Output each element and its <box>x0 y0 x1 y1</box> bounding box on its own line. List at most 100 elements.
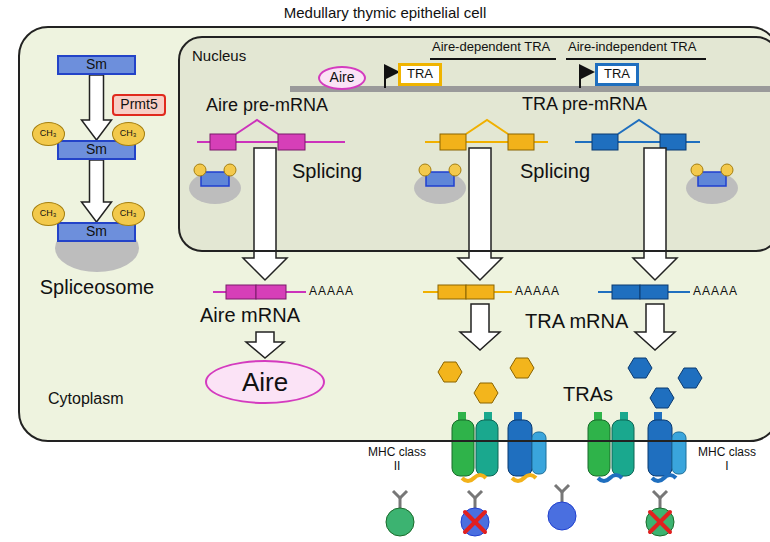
t-cell <box>646 508 674 536</box>
line-part <box>650 512 670 532</box>
methyl-group: CH₃ <box>112 122 145 146</box>
t-cell <box>386 508 414 536</box>
rect-part <box>278 134 305 150</box>
line-part <box>650 512 670 532</box>
use-part <box>628 358 652 378</box>
promoter-arrow <box>385 72 396 88</box>
use-part <box>474 383 498 403</box>
aire-pre-mrna <box>197 120 345 150</box>
text-label: TRA pre-mRNA <box>522 94 647 115</box>
rect-part <box>612 420 634 476</box>
node-label: Cytoplasm <box>48 390 124 408</box>
node-label: Sm <box>86 142 107 157</box>
tra-protein <box>438 358 534 403</box>
text-label: Aire-dependent TRA <box>432 40 550 55</box>
node-label: CH₃ <box>120 129 137 139</box>
node-label: TRA <box>407 67 433 81</box>
mhc-class-ii <box>452 412 498 481</box>
rect-part <box>452 420 474 476</box>
text-label: AAAAA <box>309 285 354 299</box>
path-part <box>462 475 486 481</box>
use-part <box>414 164 466 204</box>
aire-protein: Aire <box>205 360 325 404</box>
region-fill <box>18 26 770 442</box>
rect-part <box>640 285 668 299</box>
tra-pre-mrna <box>575 120 700 150</box>
use-part <box>189 164 241 204</box>
node-label: Sm <box>86 57 107 72</box>
aire-mrna <box>213 285 306 299</box>
polyline-part <box>466 120 508 134</box>
rect-part <box>226 285 256 299</box>
polygon-part <box>246 332 284 358</box>
process-arrow <box>243 148 677 358</box>
use-part <box>686 164 738 204</box>
spliceosome: Spliceosome Sm <box>22 218 172 302</box>
tra-pre-mrna <box>425 120 548 150</box>
use-part <box>678 368 702 388</box>
tra-mrna <box>598 285 690 299</box>
rect-part <box>648 420 672 476</box>
rect-part <box>466 285 494 299</box>
use-part <box>653 491 667 508</box>
polygon-part <box>633 148 677 280</box>
use-part <box>468 491 482 508</box>
node-label: CH₃ <box>40 129 57 139</box>
node-label: Sm <box>86 224 107 239</box>
rect-part <box>438 285 466 299</box>
dna-strand <box>290 86 770 92</box>
node-label: Spliceosome <box>22 276 172 298</box>
rect-part <box>440 134 466 150</box>
nucleus-outline: NucleusAireTRATRA <box>178 36 770 252</box>
text-label: MHC class II <box>366 446 428 474</box>
use-part <box>650 388 674 408</box>
rect-part <box>508 420 532 476</box>
path-part <box>598 475 622 481</box>
mhc-class-i <box>648 412 686 481</box>
use-part <box>438 362 462 382</box>
sm-protein-box: Sm <box>57 55 136 75</box>
text-label: AAAAA <box>515 285 560 299</box>
cell-outline: CytoplasmNucleusAireTRATRASmPrmt5CH₃CH₃S… <box>18 26 770 442</box>
polygon-part <box>460 304 500 350</box>
text-label: Aire-independent TRA <box>568 40 696 55</box>
rect-part <box>532 432 546 474</box>
rect-part <box>672 432 686 474</box>
node-label: TRA <box>604 67 630 81</box>
path-part <box>512 475 536 481</box>
promoter-arrow <box>580 72 591 88</box>
mhc-class-ii <box>588 412 634 481</box>
line-part <box>465 512 485 532</box>
polygon-part <box>243 148 287 280</box>
rect-part <box>210 134 236 150</box>
text-label: Splicing <box>520 160 590 183</box>
text-label: TRA mRNA <box>525 310 628 333</box>
block-arrow <box>82 75 112 140</box>
text-label: TRAs <box>563 383 613 406</box>
block-arrow <box>82 160 112 222</box>
methyl-group: CH₃ <box>112 202 145 226</box>
text-label: Aire mRNA <box>200 304 300 327</box>
group-bar <box>430 58 556 60</box>
t-cell <box>461 508 489 536</box>
rect-part <box>592 134 618 150</box>
group-bar <box>566 58 706 60</box>
text-label: MHC class I <box>698 446 756 474</box>
diagram-title: Medullary thymic epithelial cell <box>0 4 770 21</box>
rect-part <box>588 420 610 476</box>
rect-part <box>476 420 498 476</box>
use-part <box>393 491 407 508</box>
mhc-class-i <box>508 412 546 481</box>
rect-part <box>612 285 640 299</box>
node-label: CH₃ <box>40 209 57 219</box>
tra-mrna <box>423 285 512 299</box>
node-label: Nucleus <box>192 48 246 65</box>
line-part <box>465 512 485 532</box>
polyline-part <box>236 120 278 134</box>
path-part <box>652 475 676 481</box>
deletion-cross <box>465 512 670 532</box>
polygon-part <box>458 148 502 280</box>
